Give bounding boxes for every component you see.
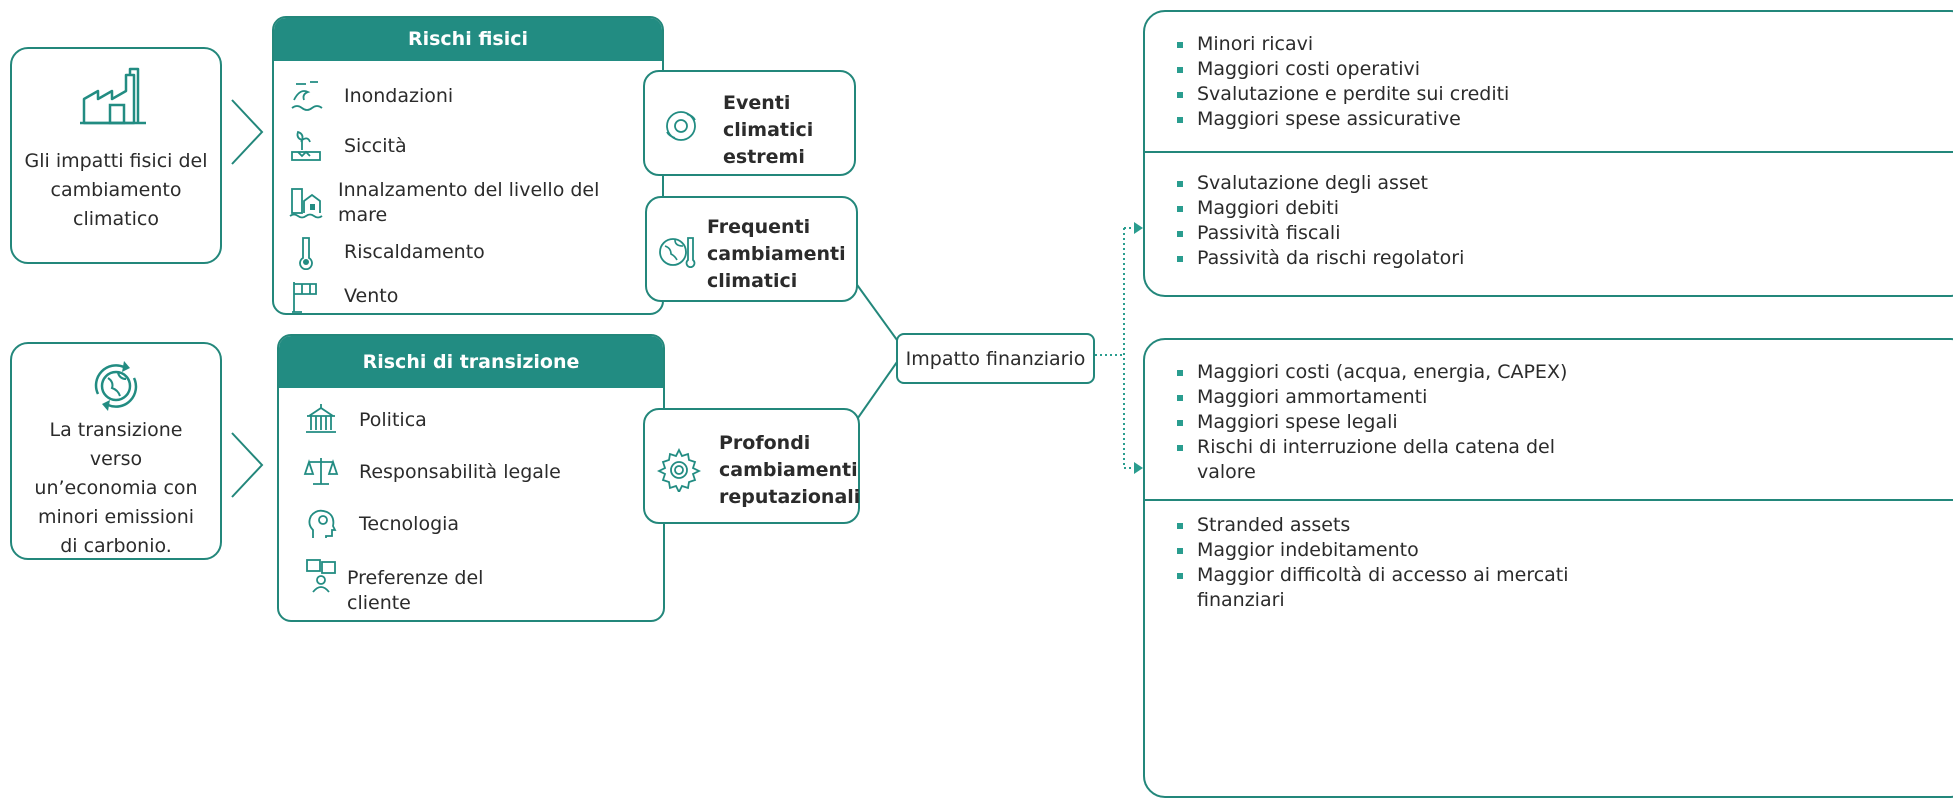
risk-item-label: Innalzamento del livello del mare — [338, 179, 600, 226]
outcome-item: Maggiori costi (acqua, energia, CAPEX) — [1175, 360, 1645, 385]
driver-label: Frequenti cambiamenti climatici — [707, 216, 846, 292]
cyclone-icon — [663, 108, 699, 148]
outcome-item: Stranded assets — [1175, 513, 1645, 538]
flood-icon — [288, 78, 324, 114]
risk-item-policy: Politica — [303, 402, 427, 438]
windsock-icon — [288, 278, 324, 313]
financial-impact-label: Impatto finanziario — [905, 348, 1086, 370]
outcome-item: Passività da rischi regolatori — [1175, 246, 1464, 271]
outcome-item: Svalutazione degli asset — [1175, 171, 1464, 196]
thermometer-icon — [288, 234, 324, 270]
customer-feedback-icon — [303, 558, 339, 594]
divider — [1145, 499, 1953, 501]
risk-item-label: Politica — [359, 408, 427, 431]
outcome-item: Maggior difficoltà di accesso ai mercati… — [1175, 563, 1597, 613]
outcome-item: Svalutazione e perdite sui crediti — [1175, 82, 1509, 107]
outcome-item: Passività fiscali — [1175, 221, 1464, 246]
risk-item-customer: Preferenze del cliente — [303, 558, 497, 616]
risk-item-label: Siccità — [344, 134, 407, 157]
divider — [1145, 151, 1953, 153]
risk-item-label: Inondazioni — [344, 84, 454, 107]
outcome-item: Maggiori debiti — [1175, 196, 1464, 221]
outcomes-bottom-group-2: Stranded assets Maggior indebitamento Ma… — [1175, 513, 1645, 613]
transition-risks-panel: Rischi di transizione Politica Responsab… — [277, 334, 665, 622]
driver-climate-changes: Frequenti cambiamenti climatici — [645, 196, 858, 302]
head-gears-icon — [303, 506, 339, 542]
risk-item-legal: Responsabilità legale — [303, 454, 561, 490]
globe-thermometer-icon — [657, 232, 697, 276]
risk-item-sea-level: Innalzamento del livello del mare — [288, 178, 618, 228]
driver-label: Profondi cambiamenti reputazionali — [719, 432, 861, 508]
risk-item-technology: Tecnologia — [303, 506, 459, 542]
scales-icon — [303, 454, 339, 490]
physical-risks-panel: Rischi fisici Inondazioni Siccità Innalz… — [272, 16, 664, 315]
drought-icon — [288, 128, 324, 164]
driver-reputational: Profondi cambiamenti reputazionali — [643, 408, 860, 524]
outcome-item: Maggiori spese legali — [1175, 410, 1645, 435]
outcomes-bottom-box: Maggiori costi (acqua, energia, CAPEX) M… — [1143, 338, 1953, 798]
financial-impact-box: Impatto finanziario — [896, 333, 1095, 384]
outcomes-top-group-1: Minori ricavi Maggiori costi operativi S… — [1175, 32, 1509, 132]
driver-label: Eventi climatici estremi — [723, 92, 814, 168]
gear-icon — [656, 447, 702, 496]
transition-text: La transizione verso un’economia con min… — [34, 419, 198, 557]
risk-item-warming: Riscaldamento — [288, 234, 485, 270]
outcome-item: Maggiori ammortamenti — [1175, 385, 1645, 410]
outcome-item: Maggiori costi operativi — [1175, 57, 1509, 82]
building-water-icon — [288, 185, 324, 221]
government-building-icon — [303, 402, 339, 438]
physical-impacts-box: Gli impatti fisici del cambiamento clima… — [10, 47, 222, 264]
outcome-item: Maggiori spese assicurative — [1175, 107, 1509, 132]
transition-box: La transizione verso un’economia con min… — [10, 342, 222, 560]
risk-item-label: Preferenze del cliente — [347, 567, 484, 614]
risk-item-wind: Vento — [288, 278, 399, 313]
outcome-item: Rischi di interruzione della catena del … — [1175, 435, 1587, 485]
risk-item-drought: Siccità — [288, 128, 407, 164]
driver-extreme-events: Eventi climatici estremi — [643, 70, 856, 176]
outcome-item: Maggior indebitamento — [1175, 538, 1645, 563]
risk-item-label: Riscaldamento — [344, 240, 485, 263]
risk-item-flood: Inondazioni — [288, 78, 453, 114]
physical-risks-title: Rischi fisici — [274, 18, 662, 61]
earth-cycle-icon — [88, 358, 144, 418]
outcomes-bottom-group-1: Maggiori costi (acqua, energia, CAPEX) M… — [1175, 360, 1645, 485]
connectors — [231, 99, 1143, 498]
risk-item-label: Vento — [344, 284, 399, 307]
risk-item-label: Responsabilità legale — [359, 460, 561, 483]
outcomes-top-box: Minori ricavi Maggiori costi operativi S… — [1143, 10, 1953, 297]
outcome-item: Minori ricavi — [1175, 32, 1509, 57]
outcomes-top-group-2: Svalutazione degli asset Maggiori debiti… — [1175, 171, 1464, 271]
transition-risks-title: Rischi di transizione — [279, 336, 663, 388]
physical-impacts-text: Gli impatti fisici del cambiamento clima… — [24, 150, 208, 230]
factory-icon — [78, 65, 150, 135]
risk-item-label: Tecnologia — [359, 512, 460, 535]
